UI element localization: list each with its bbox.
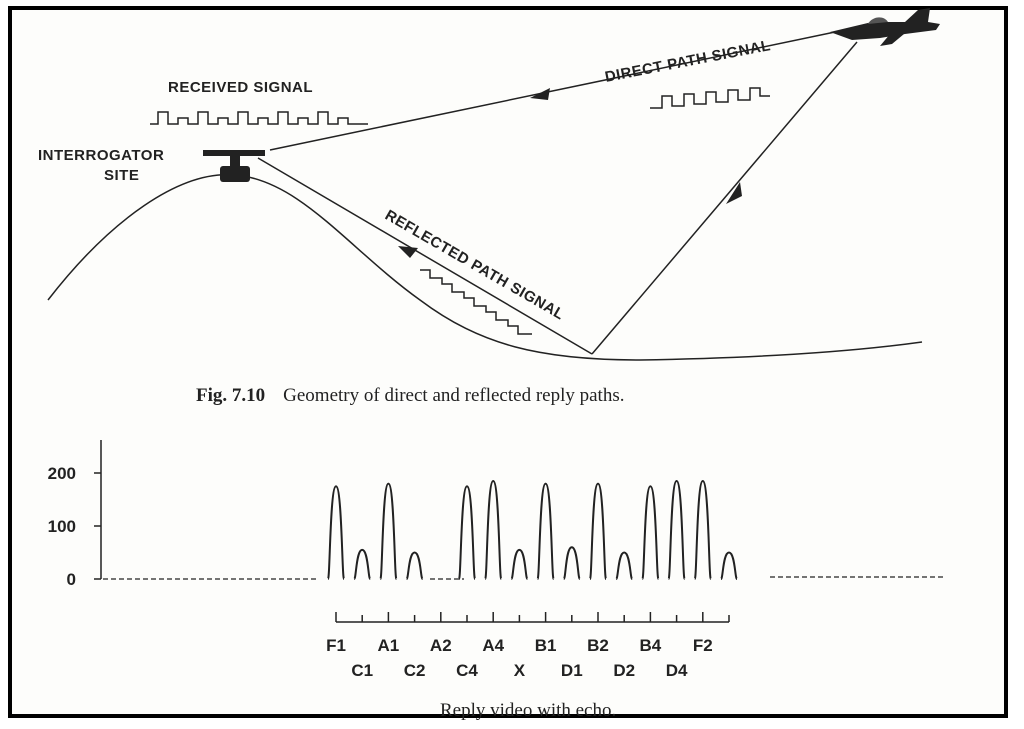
pulse xyxy=(510,548,529,580)
reflected-path-arrow xyxy=(398,246,418,258)
pulse xyxy=(458,485,476,580)
figure-caption: Fig. 7.10 Geometry of direct and reflecte… xyxy=(196,385,624,406)
pulse-label-top: A1 xyxy=(378,636,400,655)
pulse-label-bottom: C1 xyxy=(351,661,373,680)
site-label: SITE xyxy=(104,167,139,184)
reflected-path-line xyxy=(257,157,593,355)
incident-path-arrow xyxy=(726,182,742,204)
direct-path-arrow xyxy=(530,88,550,100)
figure-number: Fig. 7.10 xyxy=(196,385,265,406)
pulse xyxy=(353,548,372,580)
interrogator-antenna-icon xyxy=(203,150,265,182)
pulse xyxy=(379,482,398,580)
chart-caption: Reply video with echo. xyxy=(440,700,616,721)
pulse-label-bottom: D2 xyxy=(613,661,635,680)
y-tick-label: 100 xyxy=(48,517,76,536)
direct-path-line xyxy=(269,31,836,151)
pulse-label-bottom: D4 xyxy=(666,661,688,680)
pulse-label-top: F2 xyxy=(693,636,713,655)
direct-path-label: DIRECT PATH SIGNAL xyxy=(604,37,773,86)
reflected-signal-waveform xyxy=(420,269,532,335)
pulse xyxy=(327,485,345,580)
pulse xyxy=(562,546,581,580)
pulse xyxy=(693,479,712,580)
pulse xyxy=(720,551,738,580)
pulse xyxy=(615,551,634,580)
y-tick-label: 0 xyxy=(67,570,76,589)
aircraft-icon xyxy=(830,8,940,46)
pulse xyxy=(536,482,555,580)
terrain-curve xyxy=(47,173,923,361)
pulse-label-top: B2 xyxy=(587,636,609,655)
pulse-label-top: B1 xyxy=(535,636,557,655)
pulse-label-bottom: D1 xyxy=(561,661,583,680)
pulse-label-top: A2 xyxy=(430,636,452,655)
pulse xyxy=(641,485,660,580)
pulse-label-bottom: C2 xyxy=(404,661,426,680)
pulse xyxy=(405,551,424,580)
pulse xyxy=(589,482,607,580)
pulse-label-top: B4 xyxy=(640,636,662,655)
direct-signal-waveform xyxy=(650,87,770,109)
pulse-label-top: F1 xyxy=(326,636,346,655)
y-tick-label: 200 xyxy=(48,464,76,483)
interrogator-label: INTERROGATOR xyxy=(38,147,164,164)
pulse xyxy=(484,479,503,580)
aircraft-to-ground-line xyxy=(591,41,858,355)
pulse xyxy=(667,479,686,580)
received-signal-waveform xyxy=(150,111,368,125)
pulse-label-bottom: X xyxy=(514,661,526,680)
received-signal-label: RECEIVED SIGNAL xyxy=(168,79,313,96)
figure-caption-text: Geometry of direct and reflected reply p… xyxy=(283,385,624,406)
pulse-label-top: A4 xyxy=(482,636,504,655)
pulse-label-bottom: C4 xyxy=(456,661,478,680)
